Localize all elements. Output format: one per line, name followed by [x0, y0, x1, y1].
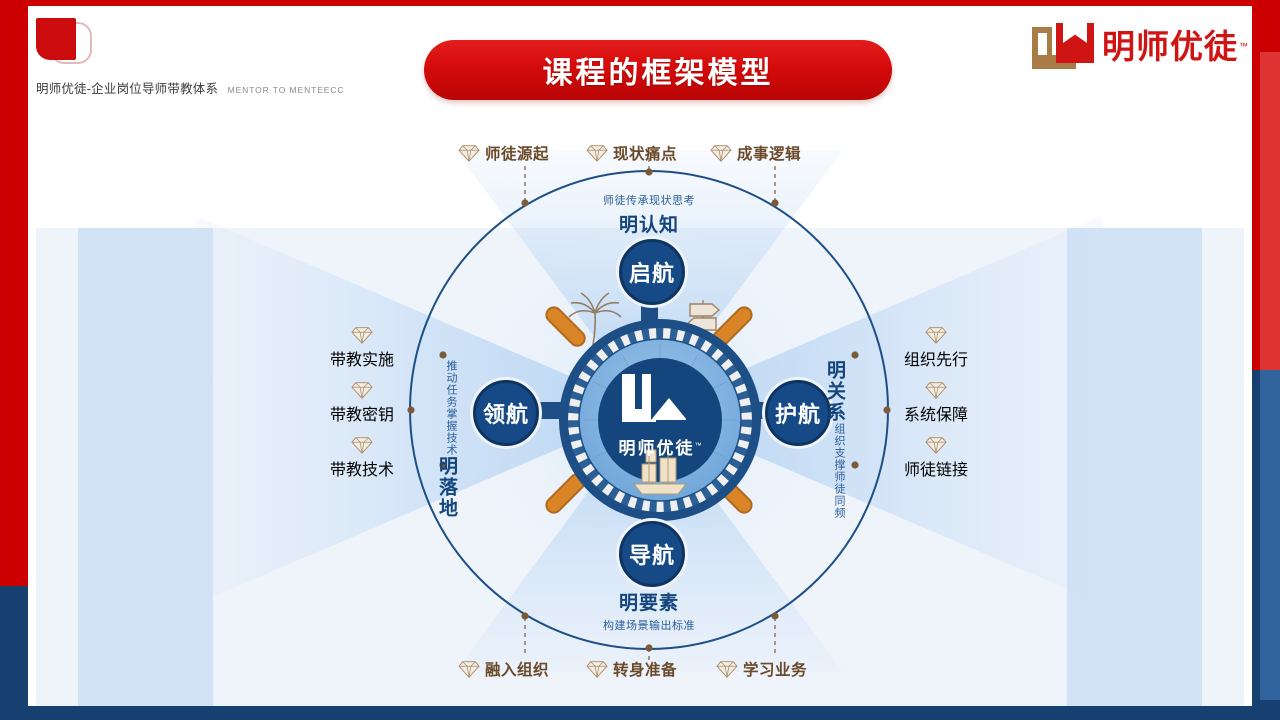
centre-emblem: 明师优徒™	[556, 316, 764, 524]
rope-twist	[567, 327, 753, 513]
label-left-3[interactable]: 带教技术	[322, 435, 402, 480]
label-top-2-text: 现状痛点	[613, 146, 678, 163]
quadrant-bottom-main: 明要素	[618, 593, 679, 614]
frame-right-red-accent	[1260, 52, 1280, 370]
label-left-2[interactable]: 带教密钥	[322, 380, 402, 425]
quadrant-left-main: 明落地	[435, 456, 457, 519]
label-bottom-2-text: 转身准备	[613, 662, 678, 679]
diamond-icon	[925, 437, 947, 454]
node-huhang[interactable]: 护航	[765, 380, 831, 446]
label-bottom-1-text: 融入组织	[485, 662, 550, 679]
company-logo-text: 明师优徒	[1102, 27, 1238, 65]
ships-wheel-emblem	[559, 319, 761, 521]
quadrant-bottom-sub: 构建场景输出标准	[603, 620, 695, 632]
node-qihang-label: 启航	[628, 261, 675, 286]
frame-bottom-bar	[0, 706, 1280, 720]
node-huhang-label: 护航	[774, 402, 821, 427]
node-qihang[interactable]: 启航	[619, 239, 685, 305]
node-linghang-label: 领航	[482, 402, 529, 427]
label-right-3[interactable]: 师徒链接	[896, 435, 976, 480]
label-right-1[interactable]: 组织先行	[896, 325, 976, 370]
diamond-icon	[351, 382, 373, 399]
frame-right-navy-accent	[1260, 370, 1280, 700]
lm-notch	[651, 374, 687, 420]
label-top-1[interactable]: 师徒源起	[458, 142, 549, 164]
diamond-icon	[586, 145, 608, 162]
company-logo-tm: ™	[1239, 41, 1248, 51]
label-top-3[interactable]: 成事逻辑	[710, 142, 801, 164]
label-right-2-text: 系统保障	[903, 407, 968, 424]
label-bottom-2[interactable]: 转身准备	[586, 658, 677, 680]
emblem-logo-text: 明师优徒	[618, 439, 695, 458]
brand-logo-icon	[36, 18, 92, 70]
brand-title-en: MENTOR TO MENTEECC	[227, 85, 345, 95]
diamond-icon	[458, 661, 480, 678]
lm-logo-icon	[1032, 23, 1094, 69]
sailing-ship-icon	[632, 444, 688, 495]
company-logo: 明师优徒 ™	[1032, 18, 1248, 74]
brand-block: 明师优徒-企业岗位导师带教体系 MENTOR TO MENTEECC	[36, 18, 344, 98]
quadrant-top-main: 明认知	[618, 215, 679, 236]
diamond-icon	[351, 437, 373, 454]
label-top-2[interactable]: 现状痛点	[586, 142, 677, 164]
quadrant-bottom-text: 明要素 构建场景输出标准	[549, 588, 749, 633]
label-left-3-text: 带教技术	[329, 462, 394, 479]
quadrant-right-sub: 组织支撑师徒同频	[832, 423, 845, 519]
quadrant-left-sub: 推动任务掌握技术	[444, 360, 457, 456]
quadrant-right-text: 明关系 组织支撑师徒同频	[823, 360, 845, 519]
label-bottom-1[interactable]: 融入组织	[458, 658, 549, 680]
label-bottom-3-text: 学习业务	[743, 662, 808, 679]
frame-top-bar	[0, 0, 1280, 6]
brand-text-block: 明师优徒-企业岗位导师带教体系 MENTOR TO MENTEECC	[36, 78, 344, 98]
diamond-icon	[351, 327, 373, 344]
diamond-icon	[925, 382, 947, 399]
label-left-1[interactable]: 带教实施	[322, 325, 402, 370]
quadrant-left-text: 推动任务掌握技术 明落地	[435, 360, 457, 519]
quadrant-top-text: 师徒传承现状思考 明认知	[549, 192, 749, 237]
decor-band-left	[78, 228, 213, 706]
page-title-text: 课程的框架模型	[542, 57, 774, 90]
lm-monogram	[622, 374, 686, 422]
diamond-icon	[925, 327, 947, 344]
diamond-icon	[586, 661, 608, 678]
frame-left-navy-bar	[0, 586, 28, 720]
quadrant-right-main: 明关系	[823, 360, 845, 423]
diamond-icon	[710, 145, 732, 162]
node-linghang[interactable]: 领航	[473, 380, 539, 446]
label-bottom-3[interactable]: 学习业务	[716, 658, 807, 680]
label-top-1-text: 师徒源起	[485, 146, 550, 163]
label-right-3-text: 师徒链接	[903, 462, 968, 479]
emblem-logo-tm: ™	[694, 442, 702, 450]
frame-left-red-bar	[0, 0, 28, 586]
brand-title-cn: 明师优徒-企业岗位导师带教体系	[36, 82, 219, 96]
diamond-icon	[716, 661, 738, 678]
node-daohang[interactable]: 导航	[619, 521, 685, 587]
diamond-icon	[458, 145, 480, 162]
label-right-1-text: 组织先行	[903, 352, 968, 369]
label-top-3-text: 成事逻辑	[737, 146, 802, 163]
label-left-2-text: 带教密钥	[329, 407, 394, 424]
quadrant-top-sub: 师徒传承现状思考	[603, 195, 695, 207]
node-daohang-label: 导航	[628, 543, 675, 568]
decor-band-right	[1067, 228, 1202, 706]
label-left-1-text: 带教实施	[329, 352, 394, 369]
page-title: 课程的框架模型	[424, 40, 892, 100]
label-right-2[interactable]: 系统保障	[896, 380, 976, 425]
